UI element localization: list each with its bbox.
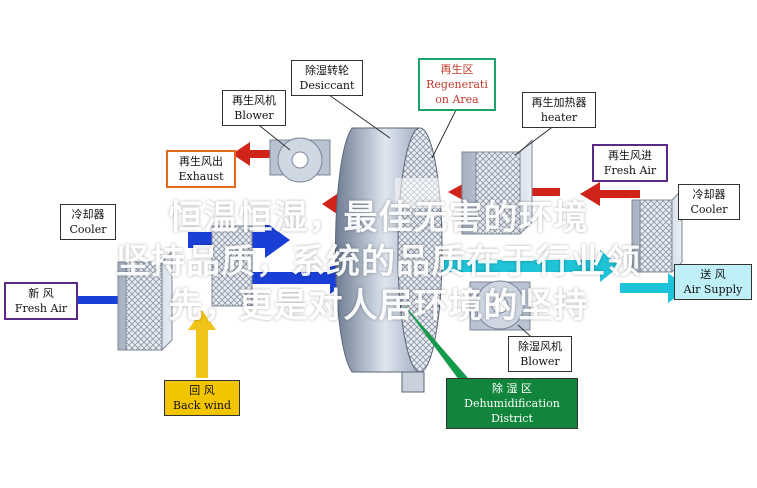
label-dehum-district-en2: District: [491, 412, 533, 425]
label-cooler-right-cn: 冷却器: [692, 188, 726, 201]
label-dehum-district: 除 湿 区 Dehumidification District: [446, 378, 578, 429]
label-cooler-left-en: Cooler: [69, 223, 107, 236]
label-regen-blower-cn: 再生风机: [232, 94, 276, 107]
label-regen-area-cn: 再生区: [440, 63, 474, 76]
label-regen-fresh-cn: 再生风进: [608, 149, 652, 162]
label-desiccant-cn: 除湿转轮: [305, 64, 349, 77]
label-regen-heater: 再生加热器 heater: [522, 92, 596, 128]
cooler-middle-unit: [211, 225, 253, 307]
label-fresh-air-en: Fresh Air: [14, 302, 68, 315]
label-dehum-blower: 除湿风机 Blower: [508, 336, 572, 372]
dehum-district-pointer: [400, 300, 468, 384]
label-cooler-left-cn: 冷却器: [71, 208, 105, 221]
label-regen-area-en1: Regenerati: [426, 78, 488, 91]
label-fresh-air: 新 风 Fresh Air: [4, 282, 78, 320]
label-dehum-district-cn: 除 湿 区: [492, 382, 532, 395]
dehum-blower-unit: [469, 280, 531, 331]
label-cooler-right-en: Cooler: [690, 203, 728, 216]
label-regen-heater-en: heater: [540, 111, 578, 124]
label-regen-exhaust-cn: 再生风出: [179, 155, 223, 168]
label-back-wind: 回 风 Back wind: [164, 380, 240, 416]
overlay-line-3: 先，更是对人居环境的坚持: [168, 286, 589, 326]
overlay-line-1: 恒温恒湿，最佳无害的环境: [168, 198, 589, 238]
label-dehum-district-en1: Dehumidification: [464, 397, 560, 410]
regen-heater-unit: [461, 138, 533, 235]
label-regen-blower: 再生风机 Blower: [222, 90, 286, 126]
label-fresh-air-cn: 新 风: [28, 287, 54, 300]
label-dehum-blower-en: Blower: [520, 355, 560, 368]
cooler-right-unit: [631, 188, 683, 273]
label-regen-exhaust-en: Exhaust: [178, 170, 224, 183]
label-regen-exhaust: 再生风出 Exhaust: [166, 150, 236, 188]
overlay-line-2: 坚持品质，系统的品质在于行业领: [116, 242, 641, 282]
label-regen-fresh: 再生风进 Fresh Air: [592, 144, 668, 182]
label-dehum-blower-cn: 除湿风机: [518, 340, 562, 353]
label-cooler-left: 冷却器 Cooler: [60, 204, 116, 240]
label-regen-heater-cn: 再生加热器: [531, 96, 587, 109]
label-regen-area: 再生区 Regenerati on Area: [418, 58, 496, 111]
label-regen-blower-en: Blower: [234, 109, 274, 122]
exhaust-arrow: [232, 142, 300, 166]
back-wind-arrow: [188, 310, 216, 378]
label-back-wind-en: Back wind: [172, 399, 232, 412]
label-back-wind-cn: 回 风: [189, 384, 215, 397]
label-air-supply-cn: 送 风: [700, 268, 726, 281]
process-arrow-2: [240, 262, 352, 294]
label-regen-area-en2: on Area: [435, 93, 479, 106]
label-air-supply: 送 风 Air Supply: [674, 264, 752, 300]
regen-blower-unit: [269, 137, 331, 183]
label-regen-fresh-en: Fresh Air: [603, 164, 657, 177]
label-air-supply-en: Air Supply: [683, 283, 743, 296]
cooler-left-unit: [117, 250, 173, 351]
label-desiccant-en: Desiccant: [299, 79, 355, 92]
label-desiccant: 除湿转轮 Desiccant: [291, 60, 363, 96]
supply-air-out-arrow: [620, 273, 688, 303]
label-cooler-right: 冷却器 Cooler: [678, 184, 740, 220]
regen-fresh-arrow: [580, 182, 640, 206]
supply-air-arrow: [440, 250, 620, 282]
